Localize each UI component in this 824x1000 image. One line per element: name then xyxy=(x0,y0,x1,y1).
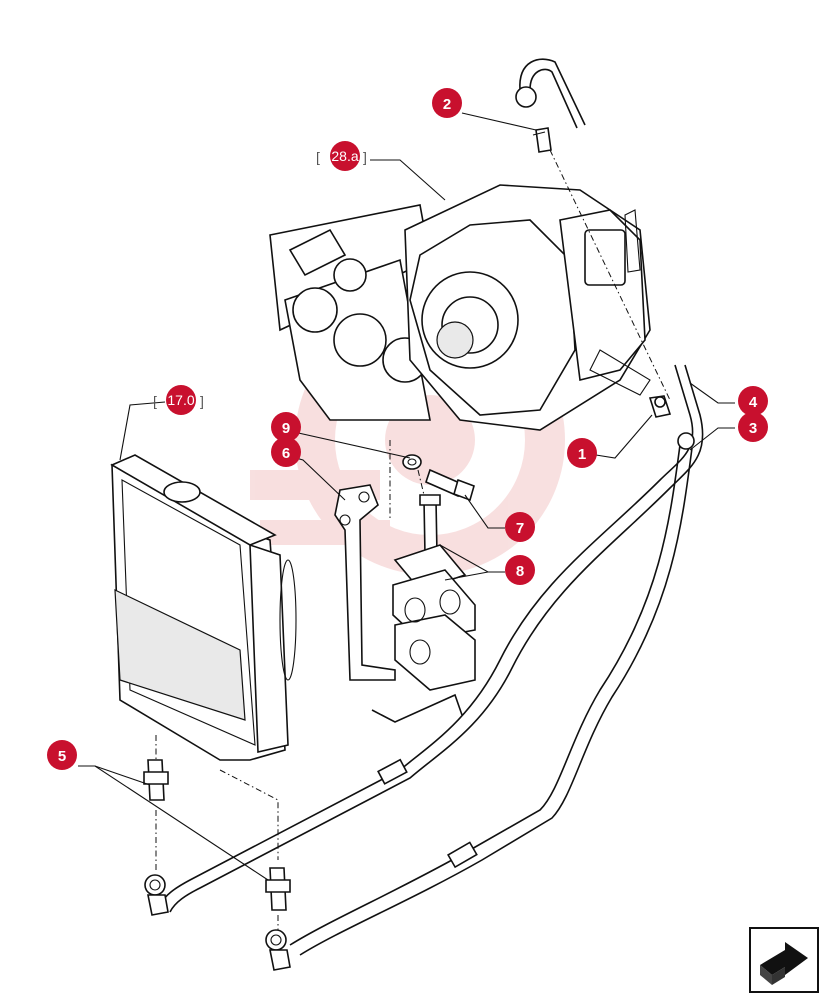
callout-5[interactable]: 5 xyxy=(47,740,77,770)
svg-text:9: 9 xyxy=(282,420,290,437)
transmission-assembly xyxy=(269,184,651,431)
pipe-end-fitting-upper xyxy=(144,874,169,916)
svg-text:1: 1 xyxy=(578,446,586,463)
callout-1[interactable]: 1 xyxy=(567,438,597,468)
ref-radiator[interactable]: [ ] 17.0 xyxy=(153,385,204,415)
callout-2[interactable]: 2 xyxy=(432,88,462,118)
callout-3[interactable]: 3 xyxy=(738,412,768,442)
radiator-assembly xyxy=(110,454,297,761)
callout-6[interactable]: 6 xyxy=(271,437,301,467)
callout-8[interactable]: 8 xyxy=(505,555,535,585)
svg-text:[: [ xyxy=(316,149,320,165)
svg-text:]: ] xyxy=(200,393,204,409)
fitting-2 xyxy=(532,127,552,153)
next-page-arrow-icon[interactable] xyxy=(749,927,819,993)
svg-text:8: 8 xyxy=(516,563,524,580)
pipe-3 xyxy=(289,432,695,956)
callout-9[interactable]: 9 xyxy=(271,412,301,442)
svg-text:7: 7 xyxy=(516,520,524,537)
ref-transmission[interactable]: [ ] 28.a xyxy=(316,141,367,171)
svg-text:6: 6 xyxy=(282,445,290,462)
clamp-8 xyxy=(392,494,476,691)
pipe-4 xyxy=(159,364,704,913)
ref-transmission-label: 28.a xyxy=(331,148,358,164)
pipe-end-fitting-lower xyxy=(265,929,291,971)
bracket-6 xyxy=(334,484,396,681)
svg-text:2: 2 xyxy=(443,96,451,113)
adapter-fitting-5a xyxy=(143,759,169,801)
svg-text:[: [ xyxy=(153,393,157,409)
svg-text:4: 4 xyxy=(749,394,758,411)
assembly-guide-lines xyxy=(155,149,671,930)
ref-radiator-label: 17.0 xyxy=(167,392,194,408)
svg-text:]: ] xyxy=(363,149,367,165)
fitting-1 xyxy=(648,395,672,418)
callout-7[interactable]: 7 xyxy=(505,512,535,542)
callout-4[interactable]: 4 xyxy=(738,386,768,416)
leader-lines xyxy=(78,112,735,881)
svg-text:3: 3 xyxy=(749,420,757,437)
svg-text:5: 5 xyxy=(58,748,66,765)
washer-9 xyxy=(402,454,422,470)
adapter-fitting-5b xyxy=(265,867,291,911)
pipe-top-bend xyxy=(515,58,586,129)
bolt-7 xyxy=(425,468,475,502)
mounting-bracket-outline xyxy=(371,693,463,723)
